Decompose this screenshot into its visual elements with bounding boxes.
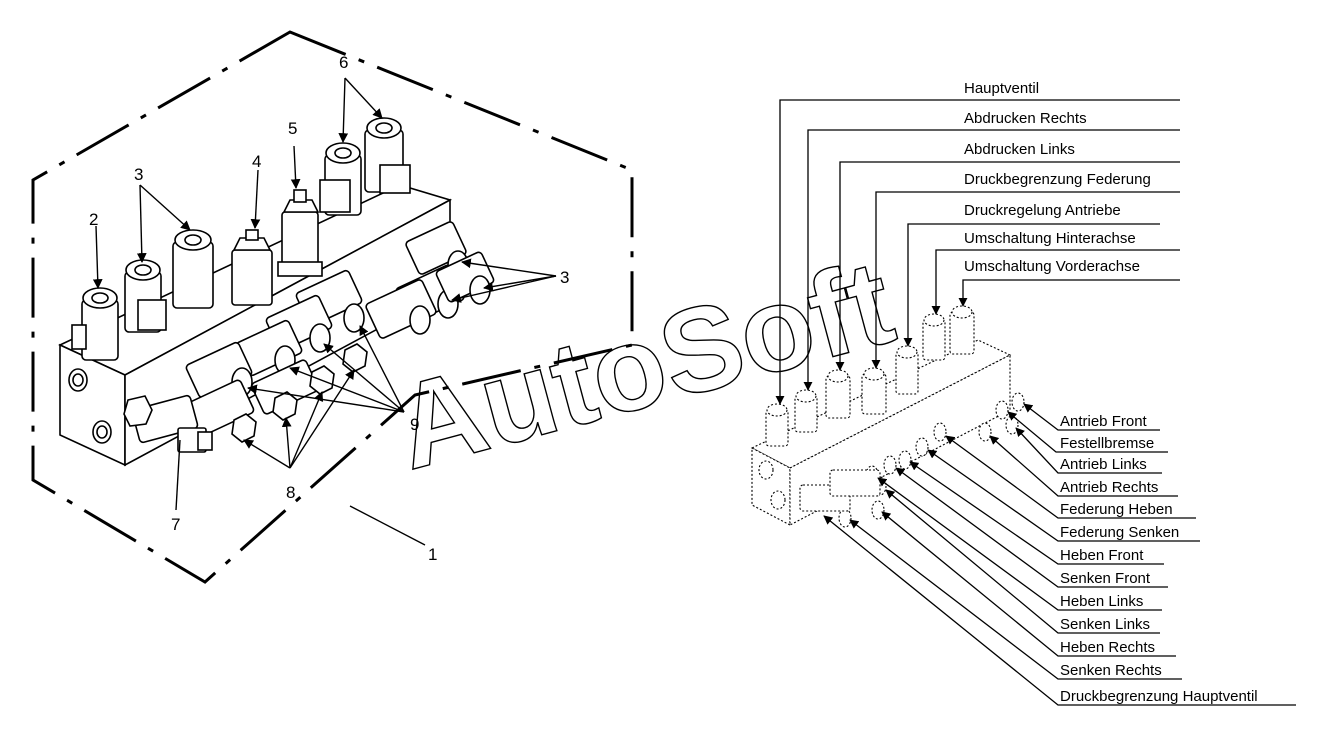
label-hauptventil: Hauptventil — [964, 80, 1039, 97]
dotted-manifold — [750, 305, 1025, 528]
top-labels: Hauptventil Abdrucken Rechts Abdrucken L… — [964, 80, 1151, 275]
horizontal-solenoids — [123, 221, 495, 453]
right-leaders — [823, 403, 1296, 706]
callout-number: 5 — [288, 119, 297, 138]
right-labels: Antrieb Front Festellbremse Antrieb Link… — [1060, 413, 1258, 705]
label-heben-front: Heben Front — [1060, 547, 1144, 564]
left-assembly: 1 2 3 3 4 5 6 7 8 9 — [31, 30, 634, 584]
callout-number: 4 — [252, 152, 261, 171]
manifold-ports — [68, 368, 112, 444]
label-festellbremse: Festellbremse — [1060, 435, 1154, 452]
top-leaders — [775, 99, 1180, 405]
callout-number: 3 — [560, 268, 569, 287]
callout-number: 6 — [339, 53, 348, 72]
label-federung-heben: Federung Heben — [1060, 501, 1173, 518]
label-druckbegrenzung-federung: Druckbegrenzung Federung — [964, 171, 1151, 188]
callout-number: 2 — [89, 210, 98, 229]
callout-number: 9 — [410, 415, 419, 434]
callout-number: 8 — [286, 483, 295, 502]
left-callouts: 1 2 3 3 4 5 6 7 8 9 — [89, 53, 569, 564]
label-antrieb-links: Antrieb Links — [1060, 456, 1147, 473]
label-umschaltung-vorderachse: Umschaltung Vorderachse — [964, 258, 1140, 275]
callout-number: 7 — [171, 515, 180, 534]
label-federung-senken: Federung Senken — [1060, 524, 1179, 541]
label-druckbegrenzung-hauptventil: Druckbegrenzung Hauptventil — [1060, 688, 1258, 705]
label-senken-front: Senken Front — [1060, 570, 1151, 587]
label-senken-links: Senken Links — [1060, 616, 1150, 633]
right-assembly: Hauptventil Abdrucken Rechts Abdrucken L… — [750, 80, 1296, 706]
label-antrieb-front: Antrieb Front — [1060, 413, 1148, 430]
label-antrieb-rechts: Antrieb Rechts — [1060, 479, 1158, 496]
label-abdrucken-rechts: Abdrucken Rechts — [964, 110, 1087, 127]
assembly-boundary — [31, 30, 634, 584]
label-heben-rechts: Heben Rechts — [1060, 639, 1155, 656]
callout-number: 3 — [134, 165, 143, 184]
left-leaders — [92, 77, 557, 546]
label-umschaltung-hinterachse: Umschaltung Hinterachse — [964, 230, 1136, 247]
label-senken-rechts: Senken Rechts — [1060, 662, 1162, 679]
label-abdrucken-links: Abdrucken Links — [964, 141, 1075, 158]
callout-number: 1 — [428, 545, 437, 564]
upright-solenoids — [71, 117, 411, 361]
label-heben-links: Heben Links — [1060, 593, 1143, 610]
pressure-valves — [231, 189, 323, 306]
label-druckregelung-antriebe: Druckregelung Antriebe — [964, 202, 1121, 219]
